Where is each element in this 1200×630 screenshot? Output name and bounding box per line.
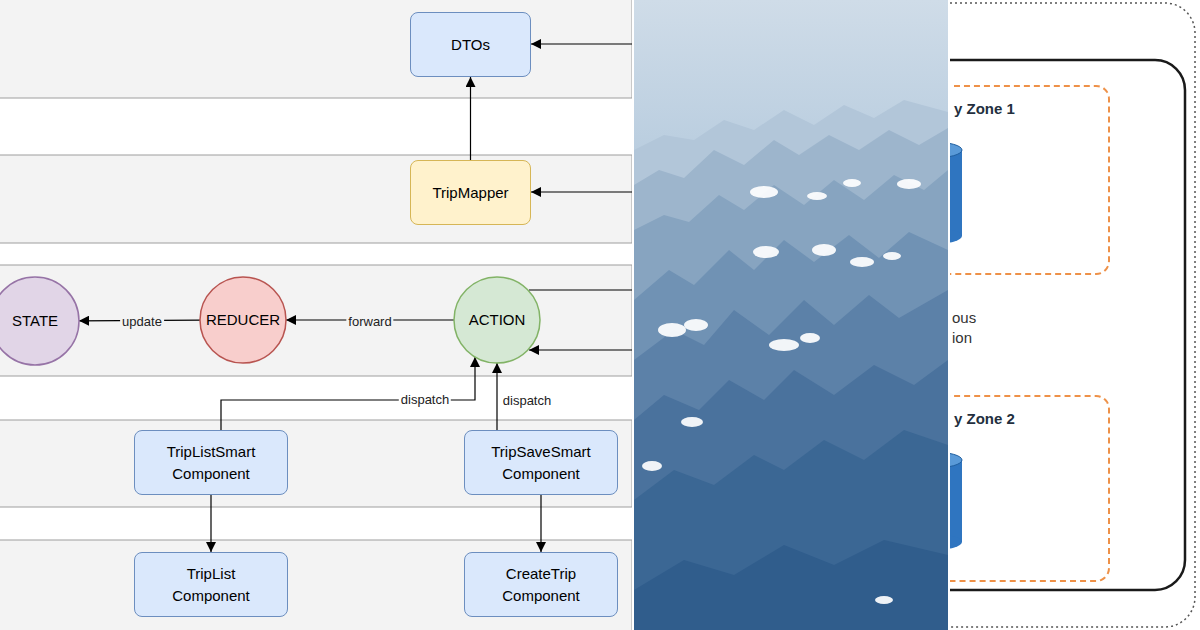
incoming-wire	[529, 349, 632, 350]
mapper-box: TripMapper	[410, 160, 531, 225]
availability-zone: y Zone 2	[950, 395, 1110, 582]
cloud	[812, 244, 836, 256]
cloud	[658, 323, 686, 337]
node-label: TripMapper	[432, 182, 508, 204]
cloud	[800, 333, 820, 343]
edge-label: forward	[346, 314, 393, 329]
circle-shape	[0, 277, 79, 365]
state-circle: STATE	[0, 276, 80, 366]
cloud	[681, 417, 703, 427]
incoming-wire	[531, 43, 632, 44]
node-label: TripListSmart Component	[153, 441, 269, 485]
node-label: ACTION	[469, 309, 526, 331]
edge-label: dispatch	[399, 392, 451, 407]
mountain-ridge	[634, 100, 948, 630]
connector-arrow	[540, 495, 541, 552]
cloud	[883, 252, 901, 260]
outgoing-wire	[529, 289, 632, 290]
node-label: TripList Component	[153, 563, 269, 607]
database-cylinder-base	[950, 228, 962, 244]
mountain-ridge	[634, 430, 948, 630]
edge-label: update	[120, 314, 164, 329]
component-box: TripList Component	[134, 552, 288, 617]
cloud	[753, 246, 779, 258]
connector-arrow	[470, 77, 471, 160]
mountain-ridge	[634, 290, 948, 630]
architecture-panel: y Zone 1 y Zone 2 ous ion	[950, 0, 1200, 630]
database-cylinder-top	[950, 142, 962, 158]
node-label: STATE	[12, 310, 58, 332]
mountain-photo	[634, 0, 948, 630]
cloud	[684, 319, 708, 331]
connector-arrow	[221, 357, 475, 430]
swimlane-band	[0, 0, 632, 98]
node-label: TripSaveSmart Component	[483, 441, 599, 485]
swimlane-band	[0, 420, 632, 507]
database-symbol	[950, 142, 962, 244]
incoming-wire	[531, 191, 632, 192]
circle-shape	[200, 277, 286, 363]
mountain-ridge	[634, 360, 948, 630]
node-label: y Zone 1	[954, 98, 1015, 120]
swimlane-band	[0, 540, 632, 630]
process-box: DTOs	[410, 12, 531, 77]
database-cylinder-body	[950, 150, 962, 236]
edge-label: dispatch	[501, 393, 553, 408]
swimlane-band	[0, 265, 632, 376]
cloud	[769, 339, 799, 351]
node-label: REDUCER	[206, 309, 280, 331]
mountain-ridge	[634, 232, 948, 630]
node-label: DTOs	[451, 34, 490, 56]
node-label: CreateTrip Component	[483, 563, 599, 607]
cloud	[850, 257, 874, 267]
mountain-ridge	[634, 540, 948, 630]
connector-arrow	[496, 363, 497, 430]
cloud	[807, 192, 827, 200]
database-symbol	[950, 452, 962, 550]
architecture-frame	[950, 0, 1200, 630]
component-box: TripSaveSmart Component	[464, 430, 618, 495]
reducer-circle: REDUCER	[199, 276, 287, 364]
region-boundary	[950, 3, 1195, 627]
component-box: TripListSmart Component	[134, 430, 288, 495]
vpc-boundary	[950, 60, 1185, 590]
mountain-ridge	[634, 128, 948, 630]
cloud	[843, 179, 861, 187]
availability-zone: y Zone 1	[950, 85, 1110, 275]
swimlane-band	[0, 155, 632, 243]
database-cylinder-top	[950, 452, 962, 468]
cloud	[750, 186, 778, 198]
node-label: y Zone 2	[954, 408, 1015, 430]
cloud	[875, 596, 893, 604]
connector-arrow	[210, 495, 211, 552]
component-box: CreateTrip Component	[464, 552, 618, 617]
note-text: ous ion	[952, 308, 984, 348]
action-circle: ACTION	[453, 276, 541, 364]
database-cylinder-body	[950, 460, 962, 542]
sky	[634, 0, 948, 630]
mountain-ridge	[634, 170, 948, 630]
database-cylinder-base	[950, 534, 962, 550]
cloud	[897, 179, 921, 189]
cloud	[642, 461, 662, 471]
circle-shape	[454, 277, 540, 363]
